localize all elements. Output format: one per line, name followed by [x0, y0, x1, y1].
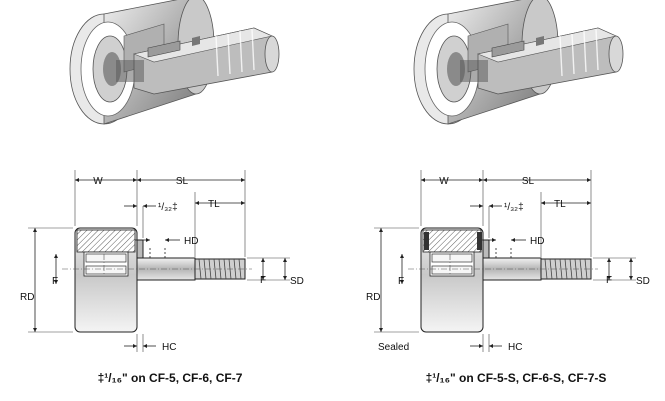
left-label-hd: HD: [184, 236, 198, 247]
right-label-w: W: [439, 176, 449, 187]
left-variant: W SL ¹/₃₂‡ TL HD RD F F SD HC ‡¹/₁₆" on …: [20, 0, 304, 385]
right-cutaway-illustration: [413, 0, 624, 125]
left-label-hc: HC: [162, 342, 176, 353]
left-caption: ‡¹/₁₆" on CF-5, CF-6, CF-7: [98, 371, 243, 385]
left-label-tl: TL: [208, 199, 220, 210]
left-label-f-right: F: [260, 275, 266, 286]
right-label-hc: HC: [508, 342, 522, 353]
left-label-rd: RD: [20, 292, 34, 303]
left-label-fraction: ¹/₃₂‡: [158, 202, 178, 213]
right-section-drawing: [374, 170, 636, 352]
right-label-fraction: ¹/₃₂‡: [504, 202, 524, 213]
right-variant: W SL ¹/₃₂‡ TL HD RD F F SD HC Sealed ‡¹/…: [366, 0, 650, 385]
right-label-sl: SL: [522, 176, 535, 187]
left-label-sd: SD: [290, 276, 304, 287]
right-label-sealed: Sealed: [378, 342, 409, 353]
right-label-tl: TL: [554, 199, 566, 210]
left-label-w: W: [93, 176, 103, 187]
right-caption: ‡¹/₁₆" on CF-5-S, CF-6-S, CF-7-S: [426, 371, 607, 385]
right-label-sd: SD: [636, 276, 650, 287]
right-seal-left: [424, 232, 429, 250]
left-label-f-left: F: [52, 276, 58, 287]
right-label-hd: HD: [530, 236, 544, 247]
left-label-sl: SL: [176, 176, 189, 187]
right-label-f-left: F: [398, 276, 404, 287]
left-cutaway-illustration: [69, 0, 280, 125]
right-seal-right: [477, 232, 482, 250]
right-label-rd: RD: [366, 292, 380, 303]
right-label-f-right: F: [606, 275, 612, 286]
left-section-drawing: [28, 170, 290, 352]
